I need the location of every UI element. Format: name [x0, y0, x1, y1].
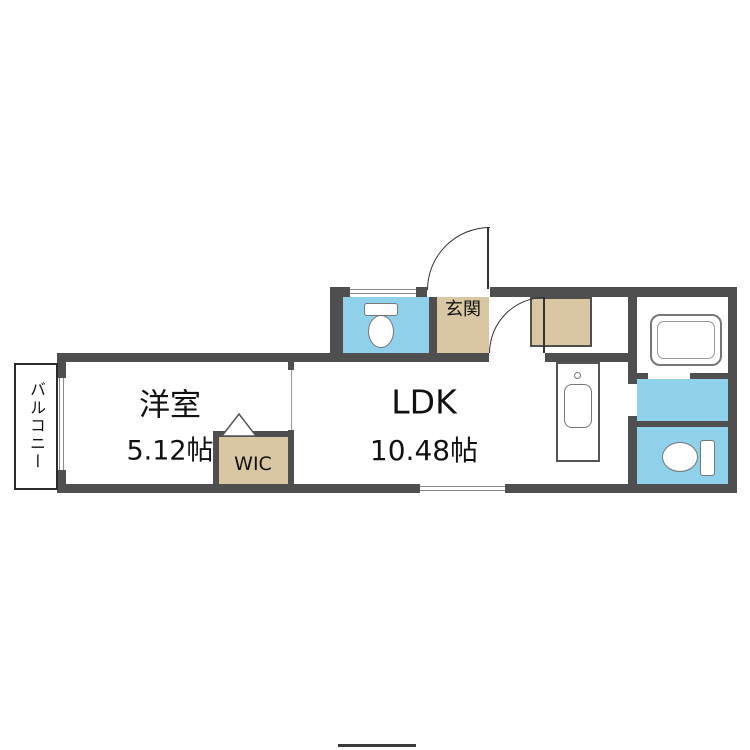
wic-floor	[219, 437, 288, 484]
hall-door-opening	[489, 351, 545, 362]
toilet-window	[350, 287, 416, 297]
hall-door-leaf	[543, 297, 545, 353]
ldk-name-label: LDK	[391, 382, 457, 422]
wic-wall-left	[213, 431, 219, 484]
window-frame-lines	[350, 289, 416, 294]
entrance-tile-floor	[437, 297, 489, 353]
sliding-door-line	[290, 370, 292, 430]
window-frame-lines	[420, 486, 505, 491]
balcony	[14, 363, 58, 490]
bedroom-door-opening	[288, 370, 294, 430]
wic-label: WIC	[234, 453, 272, 475]
ldk-window	[420, 484, 505, 493]
wic-door-icon	[220, 412, 258, 437]
bathtub-inner-icon	[657, 321, 715, 359]
kitchen-sink-icon	[564, 384, 592, 428]
washroom-door-opening	[628, 384, 637, 416]
bathroom-door-opening	[648, 373, 690, 379]
entrance-door-leaf	[487, 227, 489, 289]
bedroom-size-label: 5.12帖	[126, 435, 214, 467]
bedroom-name-label: 洋室	[139, 387, 201, 424]
balcony-label: バルコニー	[27, 381, 46, 471]
balcony-window	[57, 378, 66, 470]
toilet-bowl-icon	[368, 315, 394, 348]
entrance-door-arc	[427, 227, 490, 290]
washbasin-tank-icon	[700, 440, 715, 476]
entrance-door-opening	[427, 287, 490, 297]
washroom-floor	[637, 379, 728, 421]
kitchen-faucet-icon	[574, 372, 581, 379]
cropped-edge-mark	[338, 744, 416, 747]
window-frame-lines	[59, 378, 64, 470]
ldk-size-label: 10.48帖	[369, 434, 479, 467]
washbasin-icon	[662, 442, 698, 472]
entrance-label: 玄関	[445, 299, 481, 320]
